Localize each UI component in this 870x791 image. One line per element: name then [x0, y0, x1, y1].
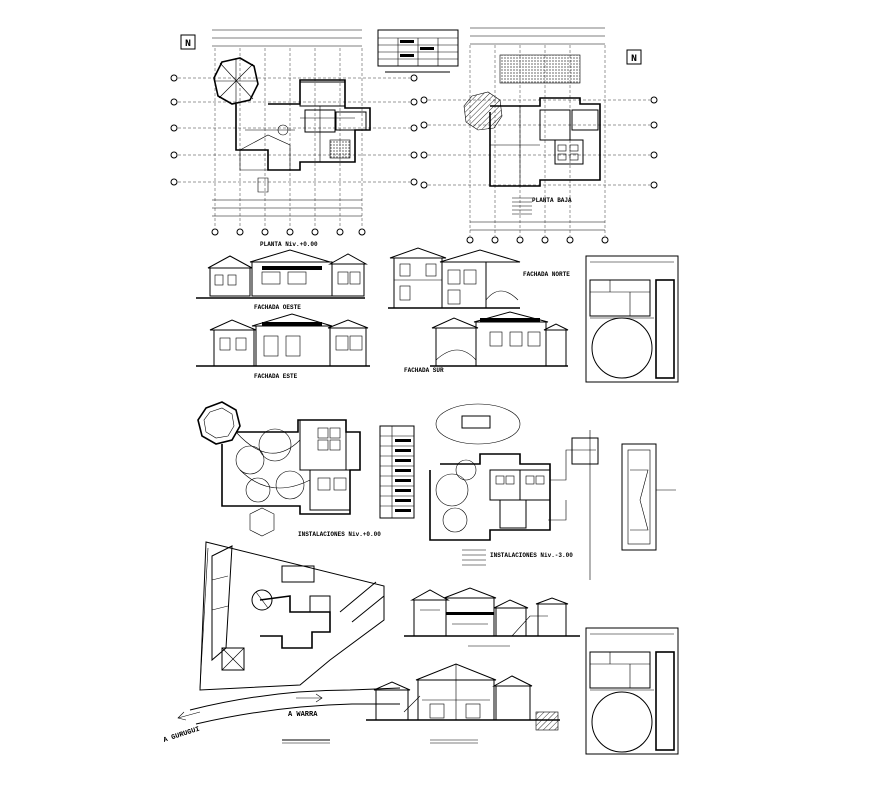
label-instalaciones-1: INSTALACIONES Niv.+0.00 — [298, 531, 381, 538]
label-fachada-oeste: FACHADA OESTE — [254, 304, 301, 311]
north-arrow-upper-right: N — [626, 49, 642, 65]
detail-box-upper — [585, 255, 679, 383]
installations-plan-lower: INSTALACIONES Niv.-3.00 — [429, 403, 599, 580]
label-fachada-norte: FACHADA NORTE — [523, 271, 570, 278]
svg-text:N: N — [185, 39, 191, 50]
site-plan: A GURUGUI A WARRA — [162, 541, 401, 745]
elevation-oeste: FACHADA OESTE — [196, 249, 368, 311]
label-street-gurugui: A GURUGUI — [162, 726, 200, 745]
installations-legend — [379, 425, 415, 519]
label-instalaciones-2: INSTALACIONES Niv.-3.00 — [490, 552, 573, 559]
label-planta-alta: PLANTA Niv.+0.00 — [260, 241, 318, 248]
svg-text:N: N — [631, 54, 637, 65]
detail-box-lower — [585, 627, 679, 755]
detail-column-right — [621, 443, 676, 551]
section-a — [404, 587, 580, 647]
label-planta-baja: PLANTA BAJA — [532, 197, 572, 204]
floor-plan-lower-level — [420, 27, 658, 244]
label-street-warra: A WARRA — [288, 711, 318, 719]
installations-plan-upper: INSTALACIONES Niv.+0.00 — [197, 401, 381, 538]
label-fachada-sur: FACHADA SUR — [404, 367, 444, 374]
north-arrow-upper-left: N — [180, 34, 196, 50]
legend-table — [377, 29, 459, 73]
elevation-este: FACHADA ESTE — [196, 313, 370, 380]
label-fachada-este: FACHADA ESTE — [254, 373, 298, 380]
section-b — [366, 663, 560, 744]
floor-plan-upper — [170, 29, 418, 236]
elevation-norte: FACHADA NORTE — [388, 247, 570, 309]
elevation-sur: FACHADA SUR — [404, 311, 569, 374]
